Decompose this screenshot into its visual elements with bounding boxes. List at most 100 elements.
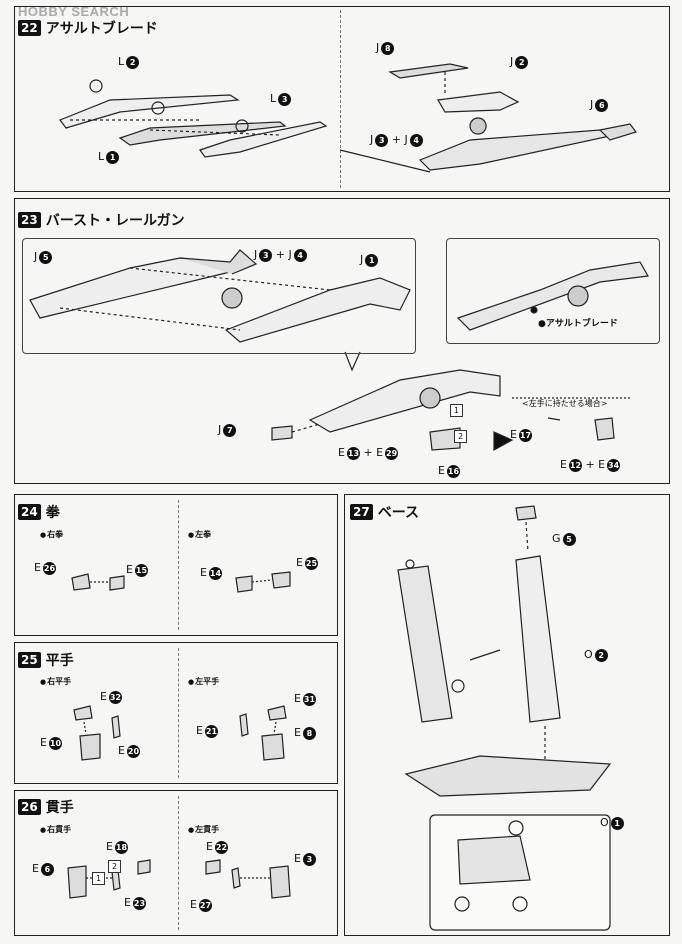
step-number: 27 <box>350 504 373 520</box>
step-number: 26 <box>18 799 41 815</box>
cut-mark-icon <box>89 79 103 93</box>
step-box-1-r: 1 <box>92 872 105 885</box>
part-j7 <box>271 425 293 441</box>
stand-tip-g5 <box>515 505 537 521</box>
step-number: 23 <box>18 212 41 228</box>
section-22-header: 22 アサルトブレード <box>18 18 158 38</box>
step-box-2: 2 <box>454 430 467 443</box>
step-title: 平手 <box>45 653 74 669</box>
assault-blade-drawing <box>456 261 649 331</box>
sub-right-fist: 右拳 <box>40 529 63 540</box>
blade-part-l3 <box>199 121 328 158</box>
step-box-2-r: 2 <box>108 860 121 873</box>
railgun-assembled <box>308 369 501 433</box>
railgun-parts-panel <box>22 238 416 354</box>
nukite-right <box>67 865 87 899</box>
stand-base-o1 <box>404 755 612 797</box>
step-title: 貫手 <box>45 800 74 816</box>
section-25 <box>14 642 338 784</box>
stand-pole-side <box>397 565 453 723</box>
section-22-divider <box>340 10 341 188</box>
section-24 <box>14 494 338 636</box>
section-23-header: 23 バースト・レールガン <box>18 210 185 230</box>
stand-pole-o2 <box>515 555 561 723</box>
section-26-divider <box>178 796 179 930</box>
sub-left-nukite: 左貫手 <box>188 824 219 835</box>
step-title: バースト・レールガン <box>45 213 185 229</box>
section-27 <box>344 494 670 936</box>
step-number: 22 <box>18 20 41 36</box>
blade-assembled <box>418 129 612 171</box>
label-assault-blade: ●アサルトブレード <box>538 319 618 329</box>
section-24-header: 24 拳 <box>18 502 60 522</box>
step-title: アサルトブレード <box>45 21 158 37</box>
sub-right-palm: 右平手 <box>40 676 71 687</box>
railgun-part-j1 <box>224 277 411 343</box>
section-26-header: 26 貫手 <box>18 797 74 817</box>
assault-blade-panel <box>446 238 660 344</box>
part-j2 <box>437 91 520 113</box>
step-title: 拳 <box>45 505 60 521</box>
palm-left <box>267 705 287 721</box>
hand-e13 <box>429 427 461 451</box>
section-25-header: 25 平手 <box>18 650 74 670</box>
palm-right <box>73 705 93 721</box>
step-number: 25 <box>18 652 41 668</box>
nukite-left <box>205 859 221 875</box>
section-22 <box>14 6 670 192</box>
section-25-divider <box>178 648 179 778</box>
sub-left-palm: 左平手 <box>188 676 219 687</box>
part-j3-j4 <box>221 287 243 309</box>
step-box-1: 1 <box>450 404 463 417</box>
section-26 <box>14 790 338 936</box>
blade-part-l2 <box>59 94 240 129</box>
sub-left-fist: 左拳 <box>188 529 211 540</box>
section-24-divider <box>178 500 179 630</box>
section-23 <box>14 198 670 484</box>
label-left-hand-note: <左手に持たせる場合> <box>522 399 608 408</box>
part-j8 <box>388 63 469 79</box>
watermark: HOBBY SEARCH <box>18 4 130 19</box>
part-j6 <box>598 123 637 141</box>
sub-right-nukite: 右貫手 <box>40 824 71 835</box>
section-27-header: 27 ベース <box>350 502 419 522</box>
step-number: 24 <box>18 504 41 520</box>
fist-right <box>71 573 91 591</box>
blade-core-l1 <box>118 121 287 146</box>
